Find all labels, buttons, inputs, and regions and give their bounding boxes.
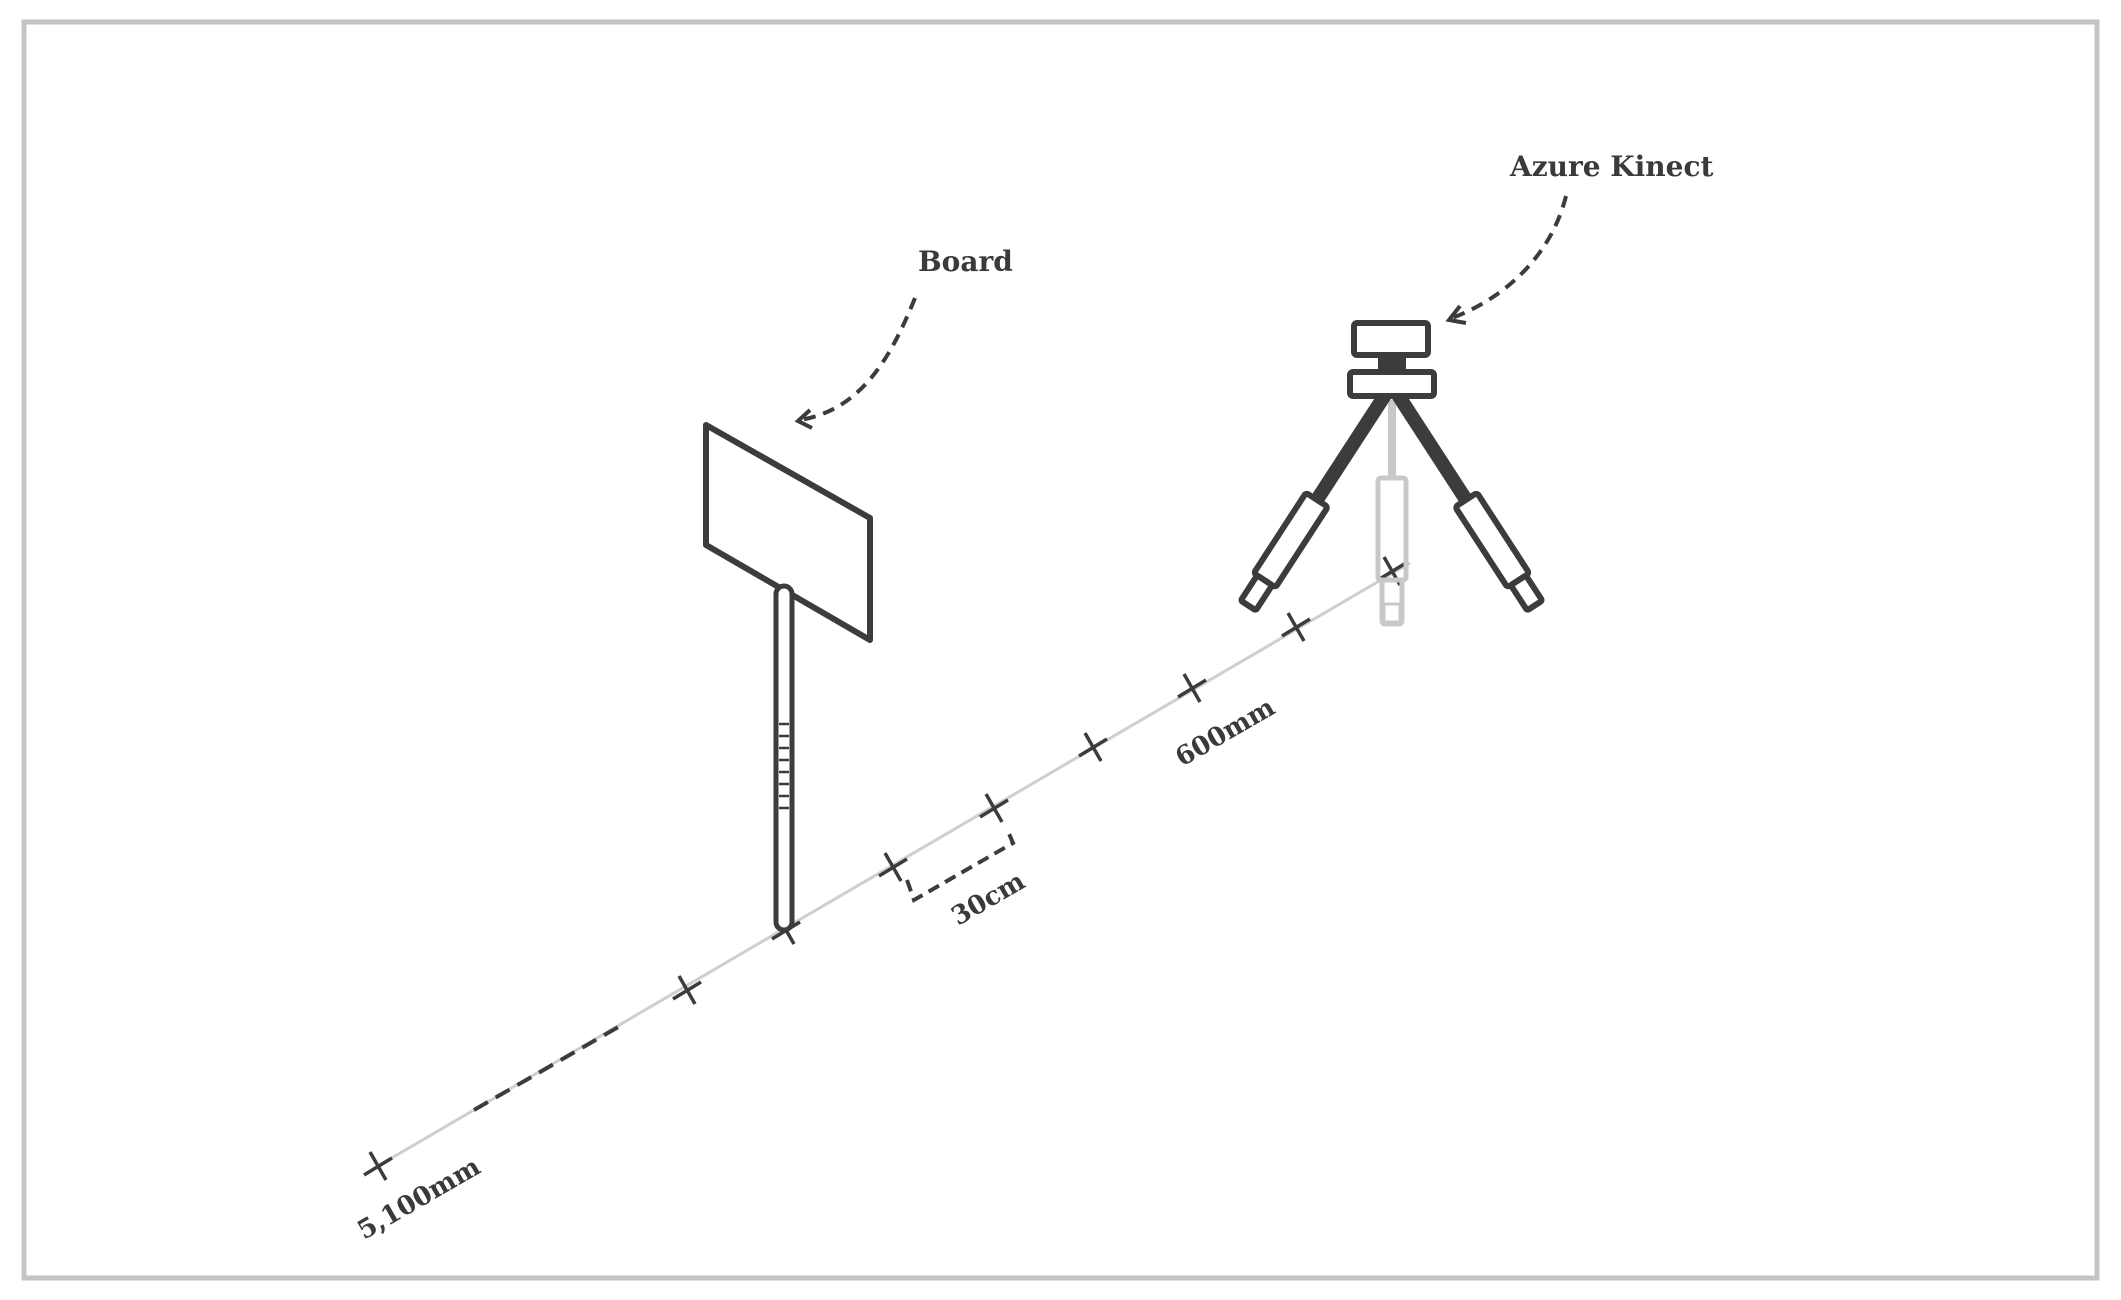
tick-mark xyxy=(1281,612,1311,642)
tick-mark xyxy=(672,975,702,1005)
board-on-stand-icon xyxy=(703,422,873,933)
tripod-right-leg xyxy=(1392,391,1545,613)
diagram-frame xyxy=(21,19,2100,1281)
distance-ticks xyxy=(363,556,1407,1181)
board-label: Board xyxy=(918,245,1013,278)
board-panel xyxy=(703,422,873,643)
tick-mark xyxy=(1177,673,1207,703)
tick-mark xyxy=(878,852,908,882)
tripod-rear-leg xyxy=(1375,400,1409,627)
pole-ridges xyxy=(779,722,789,810)
camera-body xyxy=(1351,320,1431,358)
track-omitted-section xyxy=(473,1024,621,1112)
tick-mark xyxy=(1078,732,1108,762)
tripod-left-leg xyxy=(1238,391,1391,613)
board-callout-arrow xyxy=(794,297,917,430)
camera-label: Azure Kinect xyxy=(1509,150,1713,183)
tick-mark xyxy=(979,793,1009,823)
tripod-mount xyxy=(1378,354,1406,372)
interval-bracket xyxy=(905,828,1016,903)
camera-on-tripod-icon xyxy=(1238,320,1545,627)
tripod-head xyxy=(1347,369,1437,399)
board-pole xyxy=(773,583,795,933)
measurement-track xyxy=(377,561,1411,1168)
tick-mark xyxy=(363,1151,393,1181)
camera-callout-arrow xyxy=(1445,195,1568,325)
